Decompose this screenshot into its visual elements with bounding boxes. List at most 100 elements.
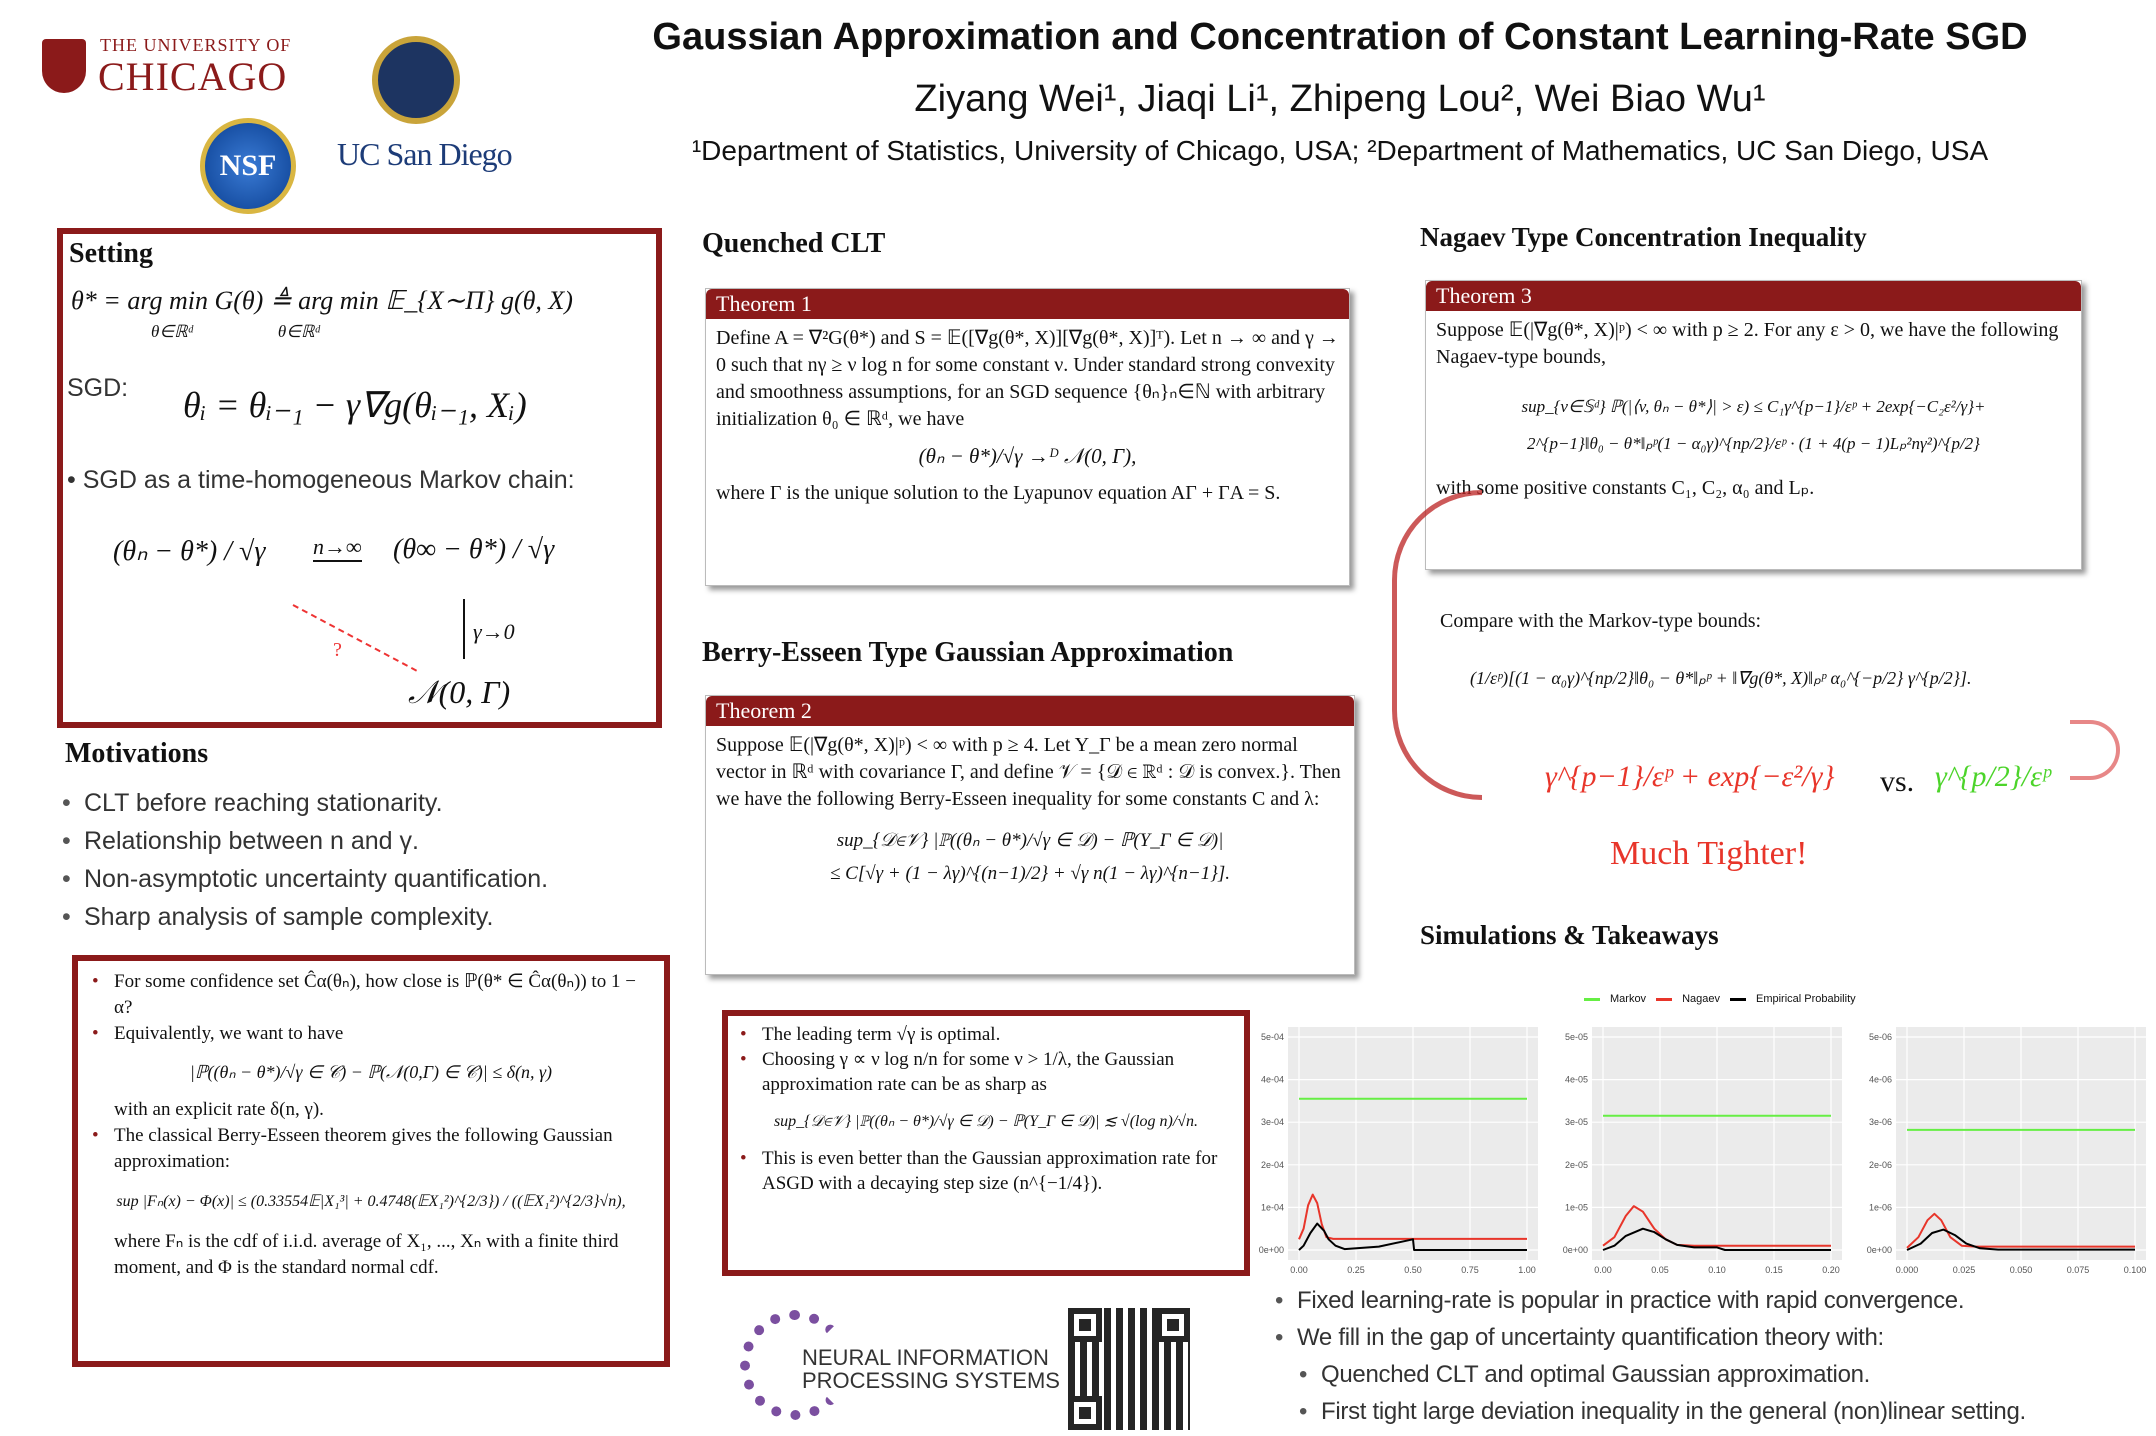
y-tick-label: 0e+00 (1867, 1245, 1892, 1255)
takeaway-subitem: First tight large deviation inequality i… (1299, 1393, 2150, 1430)
y-tick-label: 4e-06 (1869, 1075, 1892, 1085)
x-tick-label: 1.00 (1518, 1265, 1536, 1275)
berry-esseen-equation: sup |Fₙ(x) − Φ(x)| ≤ (0.33554𝔼|X₁³| + 0.… (116, 1193, 626, 1210)
takeaways-list: Fixed learning-rate is popular in practi… (1275, 1282, 2150, 1430)
arrow-gamma-zero: γ→0 (473, 619, 515, 644)
y-tick-label: 5e-04 (1261, 1032, 1284, 1042)
y-tick-label: 4e-05 (1565, 1075, 1588, 1085)
box-item: The leading term √γ is optimal. (740, 1022, 1232, 1047)
y-tick-label: 0e+00 (1259, 1245, 1284, 1255)
y-tick-label: 5e-06 (1869, 1032, 1892, 1042)
y-tick-label: 0e+00 (1563, 1245, 1588, 1255)
normal-limit: 𝒩(0, Γ) (408, 674, 511, 710)
legend-empirical: Empirical Probability (1755, 993, 1856, 1005)
nagaev-rate: γ^{p−1}/εᵖ + exp{−ε²/γ} (1545, 760, 1835, 793)
sharp-rate-equation: sup_{𝒟∈𝒱} |ℙ((θₙ − θ*)/√γ ∈ 𝒟) − ℙ(Y_Γ ∈… (773, 1113, 1199, 1130)
setting-box: Setting θ* = arg min G(θ) ≜ arg min 𝔼_{X… (57, 228, 662, 728)
chart-legend: Markov Nagaev Empirical Probability (1584, 993, 1856, 1005)
markov-rate: γ^{p/2}/εᵖ (1935, 760, 2051, 793)
x-tick-label: 0.025 (1953, 1265, 1976, 1275)
series-nagaev (1906, 1212, 2135, 1249)
y-tick-label: 2e-06 (1869, 1160, 1892, 1170)
theorem-2-box: Theorem 2 Suppose 𝔼(|∇g(θ*, X)|ᵖ) < ∞ wi… (705, 695, 1355, 975)
y-tick-label: 1e-04 (1261, 1202, 1284, 1212)
theorem-3-box: Theorem 3 Suppose 𝔼(|∇g(θ*, X)|ᵖ) < ∞ wi… (1425, 280, 2082, 570)
x-tick-label: 0.25 (1347, 1265, 1365, 1275)
x-tick-label: 0.000 (1896, 1265, 1919, 1275)
theorem-1-footer: where Γ is the unique solution to the Ly… (716, 482, 1281, 504)
nagaev-title: Nagaev Type Concentration Inequality (1420, 222, 1867, 252)
vs-text: vs. (1880, 765, 1915, 798)
series-empirical-probability (1906, 1228, 2135, 1251)
x-tick-label: 0.00 (1594, 1265, 1612, 1275)
x-tick-label: 0.05 (1651, 1265, 1669, 1275)
much-tighter-label: Much Tighter! (1610, 835, 1808, 872)
y-tick-label: 2e-04 (1261, 1160, 1284, 1170)
takeaway-item: Fixed learning-rate is popular in practi… (1275, 1282, 2150, 1319)
theorem-1-equation: (θₙ − θ*)/√γ →ᴰ 𝒩(0, Γ), (918, 444, 1137, 468)
motivation-item: CLT before reaching stationarity. (62, 784, 548, 822)
setting-title: Setting (69, 238, 153, 269)
markov-bound-equation: (1/εᵖ)[(1 − α₀γ)^{np/2}‖θ₀ − θ*‖ₚᵖ + ‖∇g… (1470, 668, 1972, 688)
poster-title: Gaussian Approximation and Concentration… (652, 16, 2028, 58)
question-mark: ? (333, 639, 342, 661)
series-empirical-probability (1602, 1227, 1831, 1251)
legend-nagaev-swatch (1656, 997, 1673, 1001)
optimality-box: The leading term √γ is optimal. Choosing… (722, 1010, 1250, 1276)
motivation-item: Sharp analysis of sample complexity. (62, 898, 548, 936)
uchicago-shield-icon (42, 39, 86, 93)
compare-text: Compare with the Markov-type bounds: (1440, 610, 1762, 632)
theorem-3-equation-2: 2^{p−1}‖θ₀ − θ*‖ₚᵖ(1 − α₀γ)^{np/2}/εᵖ · … (1527, 434, 1980, 453)
approx-equation: |ℙ((θₙ − θ*)/√γ ∈ 𝒞) − ℙ(𝒩(0,Γ) ∈ 𝒞)| ≤ … (189, 1062, 553, 1082)
neurips-line-1: NEURAL INFORMATION (802, 1345, 1049, 1370)
box-item: This is even better than the Gaussian ap… (740, 1146, 1232, 1196)
series-nagaev (1298, 1193, 1527, 1240)
y-tick-label: 2e-05 (1565, 1160, 1588, 1170)
legend-markov: Markov (1610, 993, 1647, 1005)
dashed-arrow (292, 604, 418, 672)
down-arrow (463, 599, 465, 659)
uchicago-logo-top: THE UNIVERSITY OF (100, 35, 292, 55)
neurips-line-2: PROCESSING SYSTEMS (802, 1368, 1060, 1393)
takeaway-subitem: Quenched CLT and optimal Gaussian approx… (1299, 1356, 2150, 1393)
theorem-1-text: Define A = ∇²G(θ*) and S = 𝔼([∇g(θ*, X)]… (716, 327, 1339, 430)
neurips-logo: NEURAL INFORMATION PROCESSING SYSTEMS (740, 1300, 1060, 1430)
cdf-footnote: where Fₙ is the cdf of i.i.d. average of… (114, 1231, 619, 1278)
theorem-3-text: Suppose 𝔼(|∇g(θ*, X)|ᵖ) < ∞ with p ≥ 2. … (1436, 319, 2059, 368)
theorem-2-equation-1: sup_{𝒟∈𝒱} |ℙ((θₙ − θ*)/√γ ∈ 𝒟) − ℙ(Y_Γ ∈… (836, 830, 1224, 851)
quenched-clt-title: Quenched CLT (702, 228, 886, 259)
berry-esseen-motivation-box: For some confidence set Ĉα(θₙ), how clos… (72, 955, 670, 1367)
legend-empirical-swatch (1729, 997, 1746, 1001)
theorem-3-header: Theorem 3 (1426, 281, 2081, 311)
theorem-2-header: Theorem 2 (706, 696, 1354, 726)
theorem-2-text: Suppose 𝔼(|∇g(θ*, X)|ᵖ) < ∞ with p ≥ 4. … (716, 734, 1341, 810)
x-tick-label: 0.050 (2010, 1265, 2033, 1275)
qr-code[interactable] (1068, 1308, 1190, 1430)
curved-arrow-right (2070, 720, 2120, 780)
box-item: The classical Berry-Esseen theorem gives… (92, 1123, 650, 1175)
x-tick-label: 0.100 (2124, 1265, 2147, 1275)
x-tick-label: 0.00 (1290, 1265, 1308, 1275)
motivation-item: Relationship between n and γ. (62, 822, 548, 860)
y-tick-label: 1e-06 (1869, 1202, 1892, 1212)
y-tick-label: 1e-05 (1565, 1202, 1588, 1212)
x-tick-label: 0.10 (1708, 1265, 1726, 1275)
legend-markov-swatch (1584, 997, 1600, 1001)
theorem-1-header: Theorem 1 (706, 289, 1349, 319)
rate-text: with an explicit rate δ(n, γ). (114, 1099, 324, 1120)
curved-arrow-left (1392, 490, 1482, 800)
x-tick-label: 0.75 (1461, 1265, 1479, 1275)
y-tick-label: 5e-05 (1565, 1032, 1588, 1042)
sgd-label: SGD: (67, 374, 129, 402)
ucsd-logo: UC San Diego (337, 136, 513, 172)
x-tick-label: 0.50 (1404, 1265, 1422, 1275)
box-item: Choosing γ ∝ ν log n/n for some ν > 1/λ,… (740, 1047, 1232, 1097)
box-item: Equivalently, we want to have (92, 1021, 650, 1047)
takeaway-item: We fill in the gap of uncertainty quanti… (1275, 1319, 2150, 1356)
motivations-list: CLT before reaching stationarity. Relati… (62, 784, 548, 936)
theorem-2-equation-2: ≤ C[√γ + (1 − λγ)^{(n−1)/2} + √γ n(1 − λ… (830, 863, 1230, 884)
